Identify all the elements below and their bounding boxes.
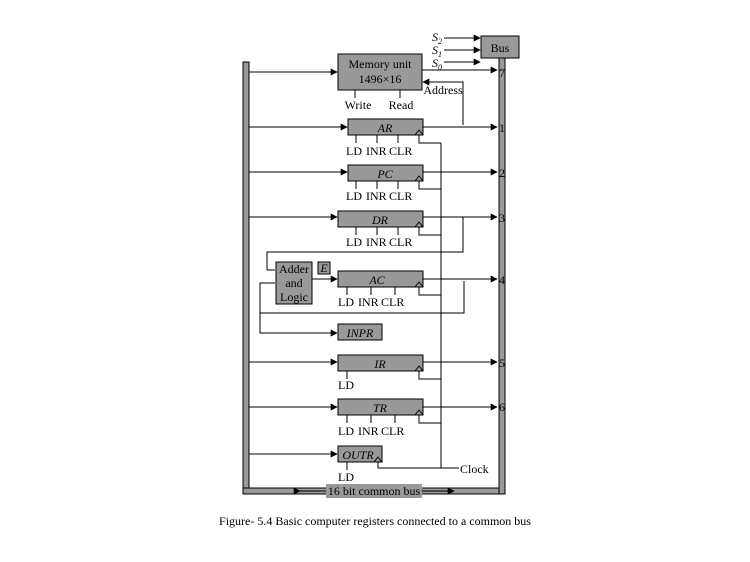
bus-port-numbers: 7 1 2 3 4 5 6 [499, 66, 505, 414]
memory-unit [337, 53, 423, 91]
e-flag [317, 261, 331, 275]
memory-title: Memory unit [349, 57, 413, 71]
register-dr: DR LD INR CLR [249, 210, 498, 262]
register-outr: OUTR LD [249, 445, 459, 484]
memory-write-label: Write [345, 98, 372, 112]
memory-size: 1496×16 [359, 72, 402, 86]
svg-text:CLR: CLR [381, 295, 404, 309]
memory-address-label: Address [423, 83, 463, 97]
port-5: 5 [499, 356, 505, 370]
ac-label: AC [368, 273, 385, 287]
svg-text:INR: INR [358, 424, 379, 438]
svg-text:LD: LD [338, 295, 354, 309]
clock-label: Clock [460, 462, 489, 476]
port-7: 7 [499, 66, 505, 80]
svg-text:LD: LD [346, 235, 362, 249]
bus-box-label: Bus [491, 41, 510, 55]
svg-text:INR: INR [366, 144, 387, 158]
port-1: 1 [499, 121, 505, 135]
memory-read-label: Read [389, 98, 414, 112]
port-4: 4 [499, 273, 505, 287]
select-s1: S1 [432, 43, 442, 59]
svg-text:LD: LD [338, 424, 354, 438]
ir-label: IR [373, 357, 386, 371]
svg-text:LD: LD [346, 189, 362, 203]
svg-text:Adder: Adder [279, 262, 309, 276]
register-ac: AC LD INR CLR [312, 270, 498, 309]
register-inpr [337, 323, 383, 341]
bus-width-label: 16 bit common bus [328, 484, 421, 498]
inpr-label: INPR [346, 326, 374, 340]
register-ar: AR LD INR CLR [249, 118, 498, 158]
svg-text:INR: INR [366, 235, 387, 249]
svg-text:LD: LD [346, 144, 362, 158]
tr-label: TR [373, 401, 388, 415]
svg-text:LD: LD [338, 378, 354, 392]
figure-caption: Figure- 5.4 Basic computer registers con… [219, 514, 531, 528]
select-s0: S0 [432, 56, 442, 72]
bus-label-bg [326, 484, 422, 498]
port-3: 3 [499, 211, 505, 225]
svg-text:INR: INR [366, 189, 387, 203]
svg-text:CLR: CLR [389, 189, 412, 203]
svg-text:Logic: Logic [280, 290, 308, 304]
select-lines: S2 S1 S0 [432, 30, 481, 72]
register-tr: TR LD INR CLR [249, 398, 498, 438]
svg-text:and: and [285, 276, 302, 290]
svg-text:CLR: CLR [381, 424, 404, 438]
svg-text:LD: LD [338, 470, 354, 484]
e-flag-label: E [319, 261, 328, 275]
ar-label: AR [377, 121, 393, 135]
svg-text:INR: INR [358, 295, 379, 309]
outr-label: OUTR [342, 448, 374, 462]
adder-logic-unit: Adder and Logic [259, 261, 465, 337]
register-ir: IR LD [249, 354, 498, 392]
svg-text:CLR: CLR [389, 144, 412, 158]
bus-box [480, 35, 520, 59]
port-6: 6 [499, 400, 505, 414]
dr-label: DR [371, 213, 389, 227]
select-s2: S2 [432, 30, 442, 46]
svg-text:CLR: CLR [389, 235, 412, 249]
register-pc: PC LD INR CLR [249, 164, 498, 203]
pc-label: PC [376, 167, 393, 181]
port-2: 2 [499, 166, 505, 180]
